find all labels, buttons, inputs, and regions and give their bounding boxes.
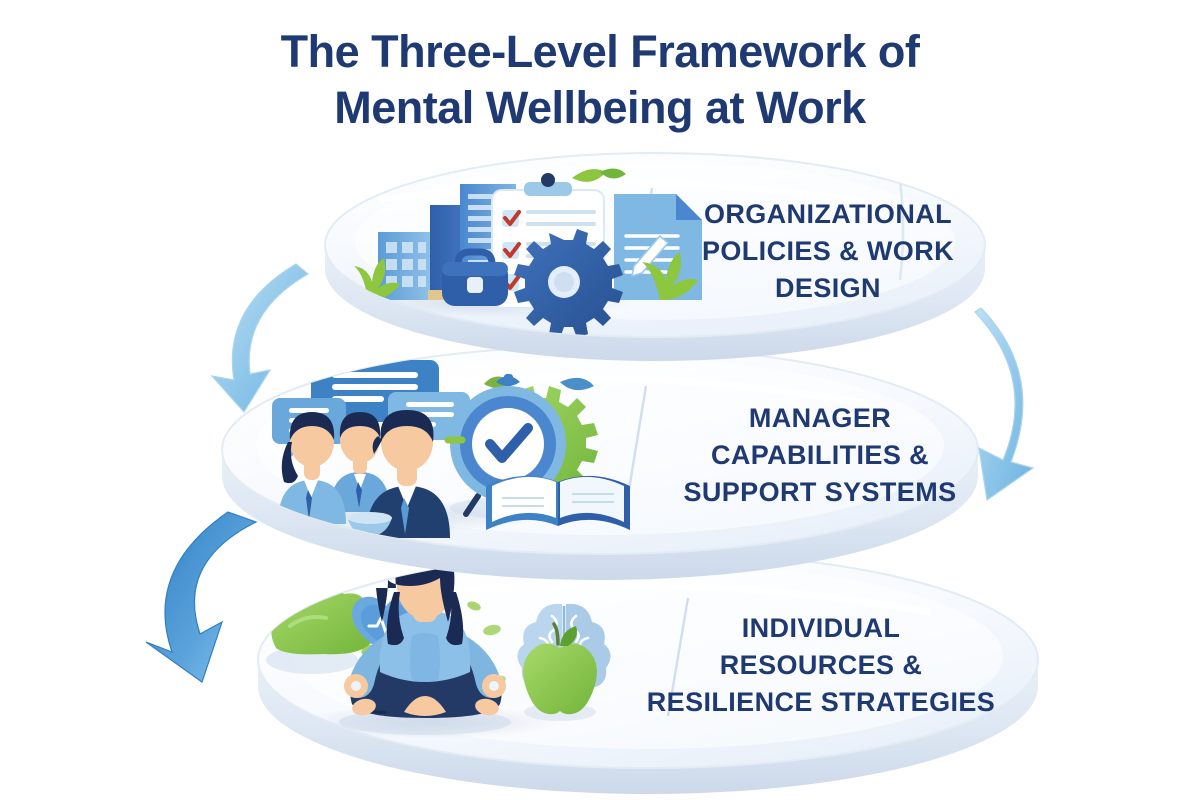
disc-side-top: [325, 245, 985, 361]
disc-gloss-top: [379, 179, 891, 209]
arrow-top-to-middle-left: [210, 263, 310, 414]
disc-rim-top: [324, 152, 986, 338]
page-title-line-2: Mental Wellbeing at Work: [334, 82, 866, 133]
tier-icons-manager: [255, 360, 630, 538]
gear-icon: [514, 229, 623, 337]
team-people-icon: [278, 410, 450, 538]
apple-icon: [523, 622, 597, 721]
tier-icons-organizational: [354, 168, 905, 337]
plant-icon: [354, 168, 698, 300]
page-title: The Three-Level Framework of Mental Well…: [0, 24, 1200, 136]
disc-side-bottom: [258, 660, 1038, 794]
tier-divider-bottom: [666, 597, 690, 717]
arrow-top-to-middle-right: [974, 307, 1035, 502]
decor-stalk-icon: [898, 179, 905, 281]
document-icon: [614, 194, 702, 300]
arrow-middle-to-bottom-left: [145, 511, 258, 683]
open-book-icon: [486, 475, 630, 530]
disc-side-middle: [222, 450, 978, 580]
page-title-line-1: The Three-Level Framework of: [280, 26, 920, 77]
briefcase-icon: [442, 248, 508, 306]
